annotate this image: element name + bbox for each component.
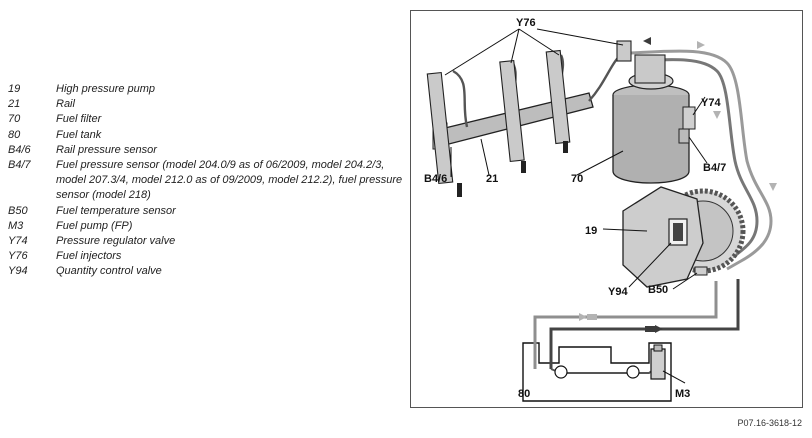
legend-description: Rail pressure sensor [56, 143, 157, 156]
legend-code: 21 [8, 98, 21, 111]
legend-code: Y94 [8, 265, 28, 278]
label-19: 19 [585, 225, 597, 237]
label-b46: B4/6 [424, 173, 447, 185]
leak-return-line [630, 49, 773, 271]
legend-description: Fuel pump (FP) [56, 219, 133, 232]
label-y74: Y74 [701, 97, 721, 109]
legend-code: Y74 [8, 235, 28, 248]
legend-code: M3 [8, 219, 24, 232]
legend-code: 80 [8, 128, 21, 141]
legend-description: Fuel pressure sensor (model 204.0/9 as o… [56, 159, 403, 202]
label-70: 70 [571, 173, 583, 185]
legend-description: Pressure regulator valve [56, 235, 176, 248]
label-80: 80 [518, 388, 530, 400]
legend-description: Rail [56, 98, 75, 111]
tank-pump-filter [626, 365, 640, 379]
return-line [533, 281, 718, 369]
legend-code: B4/6 [8, 143, 31, 156]
legend-code: 70 [8, 113, 21, 126]
legend-row: M3 Fuel pump (FP) [8, 219, 403, 234]
legend-description: High pressure pump [56, 83, 156, 95]
legend-row: Y76 Fuel injectors [8, 249, 403, 264]
legend-code: B50 [8, 204, 28, 217]
legend-code: Y76 [8, 250, 28, 263]
tank-prefilter [554, 365, 568, 379]
legend-row: B4/6 Rail pressure sensor [8, 143, 403, 158]
legend-row: 80 Fuel tank [8, 128, 403, 143]
legend-row: Y74 Pressure regulator valve [8, 234, 403, 249]
legend-row: 21 Rail [8, 97, 403, 112]
legend-code: B4/7 [8, 159, 31, 172]
legend-description: Quantity control valve [56, 265, 162, 278]
label-y94: Y94 [608, 286, 628, 298]
fuel-filter [612, 95, 690, 184]
legend-row: 70 Fuel filter [8, 112, 403, 127]
legend-description: Fuel temperature sensor [56, 204, 176, 217]
return-arrow-right [713, 111, 721, 119]
legend-row: B50 Fuel temperature sensor [8, 204, 403, 219]
legend-row: Y94 Quantity control valve [8, 264, 403, 279]
label-y76: Y76 [516, 17, 536, 29]
label-m3: M3 [675, 388, 690, 400]
diagram-canvas: Y76 Y74 B4/6 21 70 B4/7 19 Y94 B50 80 M3 [424, 17, 777, 402]
legend-code: 19 [8, 83, 21, 95]
legend-row: B4/7 Fuel pressure sensor (model 204.0/9 … [8, 158, 403, 204]
legend-description: Fuel tank [56, 128, 102, 141]
pressure-regulator-valve [682, 106, 696, 130]
fuel-temperature-sensor [694, 266, 708, 276]
legend: 19 High pressure pump 21 Rail 70 Fuel filter 8… [8, 82, 403, 280]
fuel-pressure-sensor [678, 128, 690, 144]
legend-description: Fuel injectors [56, 250, 122, 263]
label-21: 21 [486, 173, 498, 185]
feed-line [549, 279, 740, 369]
legend-description: Fuel filter [56, 113, 102, 126]
figure-code: P07.16-3618-12 [737, 418, 802, 428]
feed-arrow-top [643, 37, 651, 45]
fuel-system-diagram: Y76 Y74 B4/6 21 70 B4/7 19 Y94 B50 80 M3 [410, 10, 803, 408]
high-pressure-pump [622, 186, 704, 288]
leader-lines [444, 28, 708, 384]
feed-flow-arrow [655, 325, 663, 333]
return-flow-arrow [579, 313, 587, 321]
fuel-pump-body [650, 348, 666, 380]
return-arrow-top [697, 41, 705, 49]
legend-row: 19 High pressure pump [8, 82, 403, 97]
fuel-injectors [426, 40, 632, 185]
label-b47: B4/7 [703, 162, 726, 174]
label-b50: B50 [648, 284, 668, 296]
return-arrow-side [769, 183, 777, 191]
